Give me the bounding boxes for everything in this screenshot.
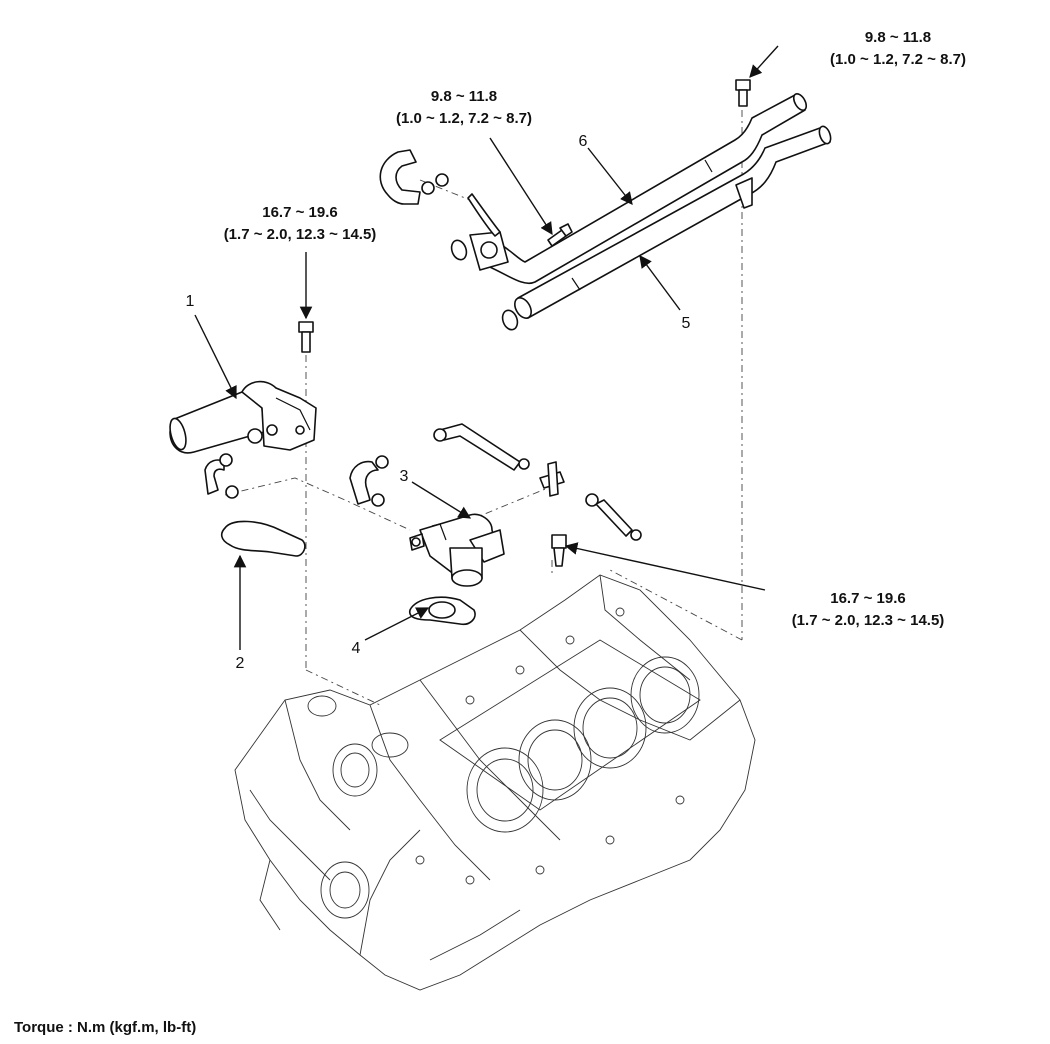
torque-unit-note: Torque : N.m (kgf.m, lb-ft): [14, 1019, 196, 1036]
torque-housing-conversions: (1.7 ~ 2.0, 12.3 ~ 14.5): [224, 226, 377, 243]
upper-bypass-hose: [379, 149, 449, 205]
torque-pipe-conversions: (1.0 ~ 1.2, 7.2 ~ 8.7): [396, 110, 532, 127]
torque-upper-right-conversions: (1.0 ~ 1.2, 7.2 ~ 8.7): [830, 51, 966, 68]
torque-housing-value: 16.7 ~ 19.6: [262, 204, 337, 221]
water-outlet-housing: [409, 513, 505, 587]
torque-upper-right-value: 9.8 ~ 11.8: [865, 29, 931, 46]
callout-5: 5: [682, 315, 691, 332]
upper-coolant-pipe: [467, 93, 808, 285]
lower-coolant-pipe: [514, 125, 832, 319]
bolt-lower-right: [551, 534, 567, 567]
bolt-pipe: [547, 223, 573, 247]
callout-3: 3: [400, 468, 409, 485]
inlet-gasket: [220, 520, 306, 557]
water-inlet-housing: [169, 380, 317, 454]
callout-1: 1: [186, 293, 195, 310]
torque-lower-right-conversions: (1.7 ~ 2.0, 12.3 ~ 14.5): [792, 612, 945, 629]
tee-fitting: [539, 461, 565, 497]
inlet-bypass-hose: [204, 453, 239, 499]
callout-2: 2: [236, 655, 245, 672]
callout-6: 6: [579, 133, 588, 150]
right-bypass-hose: [585, 493, 642, 541]
middle-bypass-hose: [349, 455, 389, 507]
o-ring-upper: [450, 239, 468, 261]
bolt-housing: [298, 321, 314, 353]
heater-hose: [433, 423, 530, 471]
engine-block: [234, 574, 756, 991]
torque-lower-right-value: 16.7 ~ 19.6: [830, 590, 905, 607]
bolt-upper-right: [735, 79, 751, 107]
leader-lines: [194, 45, 779, 650]
callout-4: 4: [352, 640, 361, 657]
outlet-gasket: [408, 596, 476, 626]
o-ring-lower: [501, 309, 519, 331]
torque-pipe-value: 9.8 ~ 11.8: [431, 88, 497, 105]
